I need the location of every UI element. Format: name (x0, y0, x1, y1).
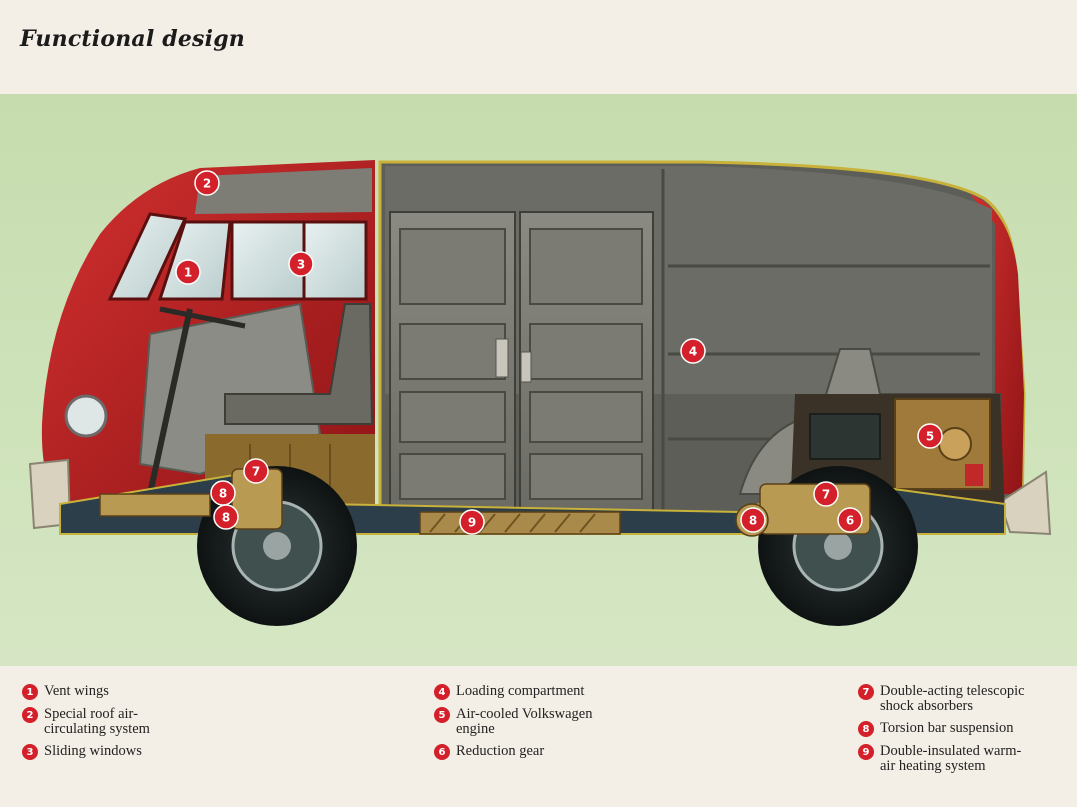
callout-8-front-lower: 8 (213, 504, 239, 530)
legend-item: 5 Air-cooled Volkswagen engine (434, 707, 593, 737)
callout-1: 1 (175, 259, 201, 285)
svg-text:8: 8 (749, 514, 757, 528)
legend-label: Special roof air- circulating system (44, 706, 150, 737)
legend-label: Air-cooled Volkswagen engine (456, 706, 593, 737)
legend-number-badge: 9 (858, 744, 874, 760)
front-suspension (99, 468, 283, 530)
callout-7-rear: 7 (813, 481, 839, 507)
svg-text:8: 8 (222, 511, 230, 525)
callout-9: 9 (459, 509, 485, 535)
svg-text:5: 5 (926, 430, 934, 444)
svg-text:7: 7 (822, 488, 830, 502)
legend-label: Double-insulated warm- air heating syste… (880, 743, 1022, 774)
svg-text:2: 2 (203, 177, 211, 191)
legend-column-3: 7 Double-acting telescopic shock absorbe… (858, 684, 1025, 781)
legend-label: Torsion bar suspension (880, 720, 1014, 736)
legend-number-badge: 3 (22, 744, 38, 760)
svg-text:9: 9 (468, 516, 476, 530)
legend-item: 7 Double-acting telescopic shock absorbe… (858, 684, 1025, 714)
legend-label: Double-acting telescopic shock absorbers (880, 683, 1025, 714)
legend-label: Vent wings (44, 683, 109, 699)
callout-2: 2 (194, 170, 220, 196)
callout-5: 5 (917, 423, 943, 449)
legend-number-badge: 8 (858, 721, 874, 737)
legend-item: 8 Torsion bar suspension (858, 721, 1025, 737)
van-cutaway-diagram: 1 2 3 4 5 6 7 (0, 94, 1077, 666)
page-title: Functional design (20, 26, 245, 52)
legend-number-badge: 2 (22, 707, 38, 723)
legend-item: 6 Reduction gear (434, 744, 593, 760)
legend-label: Sliding windows (44, 743, 142, 759)
callout-6: 6 (837, 507, 863, 533)
legend-item: 3 Sliding windows (22, 744, 150, 760)
legend-item: 9 Double-insulated warm- air heating sys… (858, 744, 1025, 774)
legend-number-badge: 6 (434, 744, 450, 760)
legend-label: Reduction gear (456, 743, 545, 759)
legend-number-badge: 4 (434, 684, 450, 700)
callout-8-rear: 8 (740, 507, 766, 533)
callout-8-front-upper: 8 (210, 480, 236, 506)
legend-item: 2 Special roof air- circulating system (22, 707, 150, 737)
legend-number-badge: 5 (434, 707, 450, 723)
callout-4: 4 (680, 338, 706, 364)
svg-text:1: 1 (184, 266, 192, 280)
svg-text:7: 7 (252, 465, 260, 479)
legend-label: Loading compartment (456, 683, 585, 699)
legend-item: 4 Loading compartment (434, 684, 593, 700)
van-cutaway-illustration: 1 2 3 4 5 6 7 (28, 160, 1052, 626)
legend-number-badge: 1 (22, 684, 38, 700)
callout-3: 3 (288, 251, 314, 277)
legend: 1 Vent wings 2 Special roof air- circula… (0, 680, 1077, 807)
legend-column-1: 1 Vent wings 2 Special roof air- circula… (22, 684, 150, 767)
svg-text:4: 4 (689, 345, 697, 359)
legend-number-badge: 7 (858, 684, 874, 700)
legend-column-2: 4 Loading compartment 5 Air-cooled Volks… (434, 684, 593, 767)
callout-markers: 1 2 3 4 5 6 7 (175, 170, 943, 535)
svg-text:8: 8 (219, 487, 227, 501)
legend-item: 1 Vent wings (22, 684, 150, 700)
svg-text:3: 3 (297, 258, 305, 272)
callout-7-front: 7 (243, 458, 269, 484)
svg-text:6: 6 (846, 514, 854, 528)
